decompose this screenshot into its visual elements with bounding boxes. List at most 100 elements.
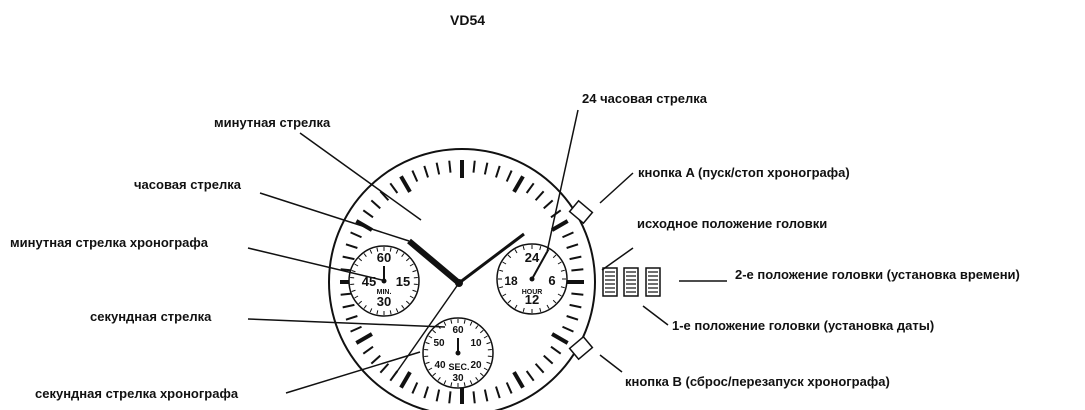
subdial-tick bbox=[479, 329, 484, 334]
subdial-tick bbox=[463, 382, 466, 387]
minute-marker bbox=[495, 165, 501, 178]
subdial-tick bbox=[432, 372, 437, 377]
label-second-hand: секундная стрелка bbox=[90, 309, 212, 324]
subdial-hours-right: 6 bbox=[548, 273, 555, 288]
subdial-seconds: 60 50 10 40 20 30 SEC. bbox=[422, 317, 494, 389]
subdial-minutes-top: 60 bbox=[377, 250, 391, 265]
subdial-seconds-ticks bbox=[424, 319, 492, 387]
subdial-tick bbox=[405, 300, 410, 305]
subdial-seconds-lower-right: 20 bbox=[470, 360, 482, 371]
subdial-tick bbox=[522, 307, 525, 312]
subdial-tick bbox=[469, 380, 473, 385]
subdial-tick bbox=[483, 335, 488, 339]
minute-marker bbox=[342, 255, 355, 261]
minute-marker bbox=[350, 231, 362, 239]
subdial-tick bbox=[514, 249, 518, 254]
subdial-tick bbox=[401, 304, 405, 309]
subdial-tick bbox=[376, 247, 379, 252]
subdial-tick bbox=[401, 253, 405, 258]
minute-marker bbox=[543, 354, 554, 365]
subdial-tick bbox=[428, 367, 433, 371]
subdial-tick bbox=[358, 300, 363, 305]
leader-chrono-minute bbox=[247, 247, 383, 281]
hour-marker bbox=[399, 175, 412, 193]
crown-icon bbox=[623, 267, 639, 297]
button-a-body bbox=[568, 199, 594, 225]
subdial-tick bbox=[507, 299, 512, 304]
subdial-seconds-lower-left: 40 bbox=[434, 360, 446, 371]
minute-marker bbox=[370, 354, 381, 365]
leader-24h-hand bbox=[546, 109, 579, 253]
label-minute-hand: минутная стрелка bbox=[214, 115, 331, 130]
hour-marker bbox=[551, 219, 569, 232]
hour-marker bbox=[512, 371, 525, 389]
subdial-minutes-caption: MIN. bbox=[377, 289, 392, 296]
minute-marker bbox=[411, 382, 419, 394]
button-b-body bbox=[568, 335, 594, 361]
label-button-b: кнопка B (сброс/перезапуск хронографа) bbox=[625, 374, 890, 389]
minute-marker bbox=[505, 382, 513, 394]
subdial-tick bbox=[363, 253, 367, 258]
subdial-tick bbox=[363, 304, 367, 309]
minute-marker bbox=[362, 345, 374, 355]
subdial-tick bbox=[514, 304, 518, 309]
subdial-minutes-ticks bbox=[350, 247, 418, 315]
subdial-tick bbox=[539, 246, 542, 251]
hour-marker bbox=[551, 332, 569, 345]
subdial-tick bbox=[475, 376, 479, 381]
subdial-tick bbox=[432, 329, 437, 334]
minute-marker bbox=[495, 386, 501, 399]
subdial-hours-ticks bbox=[498, 245, 566, 313]
subdial-tick bbox=[395, 308, 399, 313]
subdial-tick bbox=[450, 382, 453, 387]
minute-marker bbox=[562, 325, 574, 333]
subdial-tick bbox=[425, 361, 430, 364]
subdial-tick bbox=[507, 254, 512, 259]
minute-marker bbox=[571, 268, 584, 272]
subdial-tick bbox=[358, 257, 363, 262]
subdial-tick bbox=[557, 261, 562, 265]
subdial-tick bbox=[409, 263, 414, 267]
leader-crown-normal bbox=[601, 247, 634, 271]
hour-marker bbox=[355, 332, 373, 345]
subdial-tick bbox=[499, 286, 504, 289]
subdial-seconds-right: 10 bbox=[470, 338, 482, 349]
hour-marker bbox=[512, 175, 525, 193]
subdial-hours-bottom: 12 bbox=[525, 292, 539, 307]
leader-lines bbox=[247, 109, 727, 394]
label-crown-normal: исходное положение головки bbox=[637, 216, 827, 231]
label-chrono-minute-hand: минутная стрелка хронографа bbox=[10, 235, 209, 250]
subdial-tick bbox=[369, 308, 373, 313]
minute-marker bbox=[534, 190, 545, 201]
minute-marker bbox=[472, 160, 476, 173]
subdial-tick bbox=[469, 321, 473, 326]
minute-marker bbox=[569, 255, 582, 261]
label-hour-hand: часовая стрелка bbox=[134, 177, 242, 192]
label-chrono-second-hand: секундная стрелка хронографа bbox=[35, 386, 239, 401]
subdial-seconds-pin bbox=[455, 350, 461, 356]
minute-marker bbox=[569, 303, 582, 309]
minute-marker bbox=[566, 243, 579, 249]
label-24h-hand: 24 часовая стрелка bbox=[582, 91, 708, 106]
hour-24-hand bbox=[531, 251, 548, 280]
center-pin bbox=[455, 279, 463, 287]
minute-marker bbox=[345, 315, 358, 321]
minute-marker bbox=[345, 243, 358, 249]
leader-minute-hand bbox=[299, 132, 422, 221]
subdial-tick bbox=[463, 319, 466, 324]
leader-crown-pos1 bbox=[642, 305, 669, 326]
subdial-hours-pin bbox=[529, 276, 535, 282]
minute-marker bbox=[350, 325, 362, 333]
subdial-tick bbox=[502, 261, 507, 265]
subdial-tick bbox=[443, 380, 447, 385]
minute-marker bbox=[562, 231, 574, 239]
subdial-tick bbox=[405, 257, 410, 262]
subdial-seconds-top: 60 bbox=[452, 325, 464, 336]
subdial-tick bbox=[546, 304, 550, 309]
subdial-tick bbox=[475, 325, 479, 330]
minute-marker bbox=[411, 170, 419, 182]
subdial-hours-left: 18 bbox=[504, 274, 518, 288]
main-minute-hand bbox=[458, 232, 525, 285]
crown-icon bbox=[602, 267, 618, 297]
